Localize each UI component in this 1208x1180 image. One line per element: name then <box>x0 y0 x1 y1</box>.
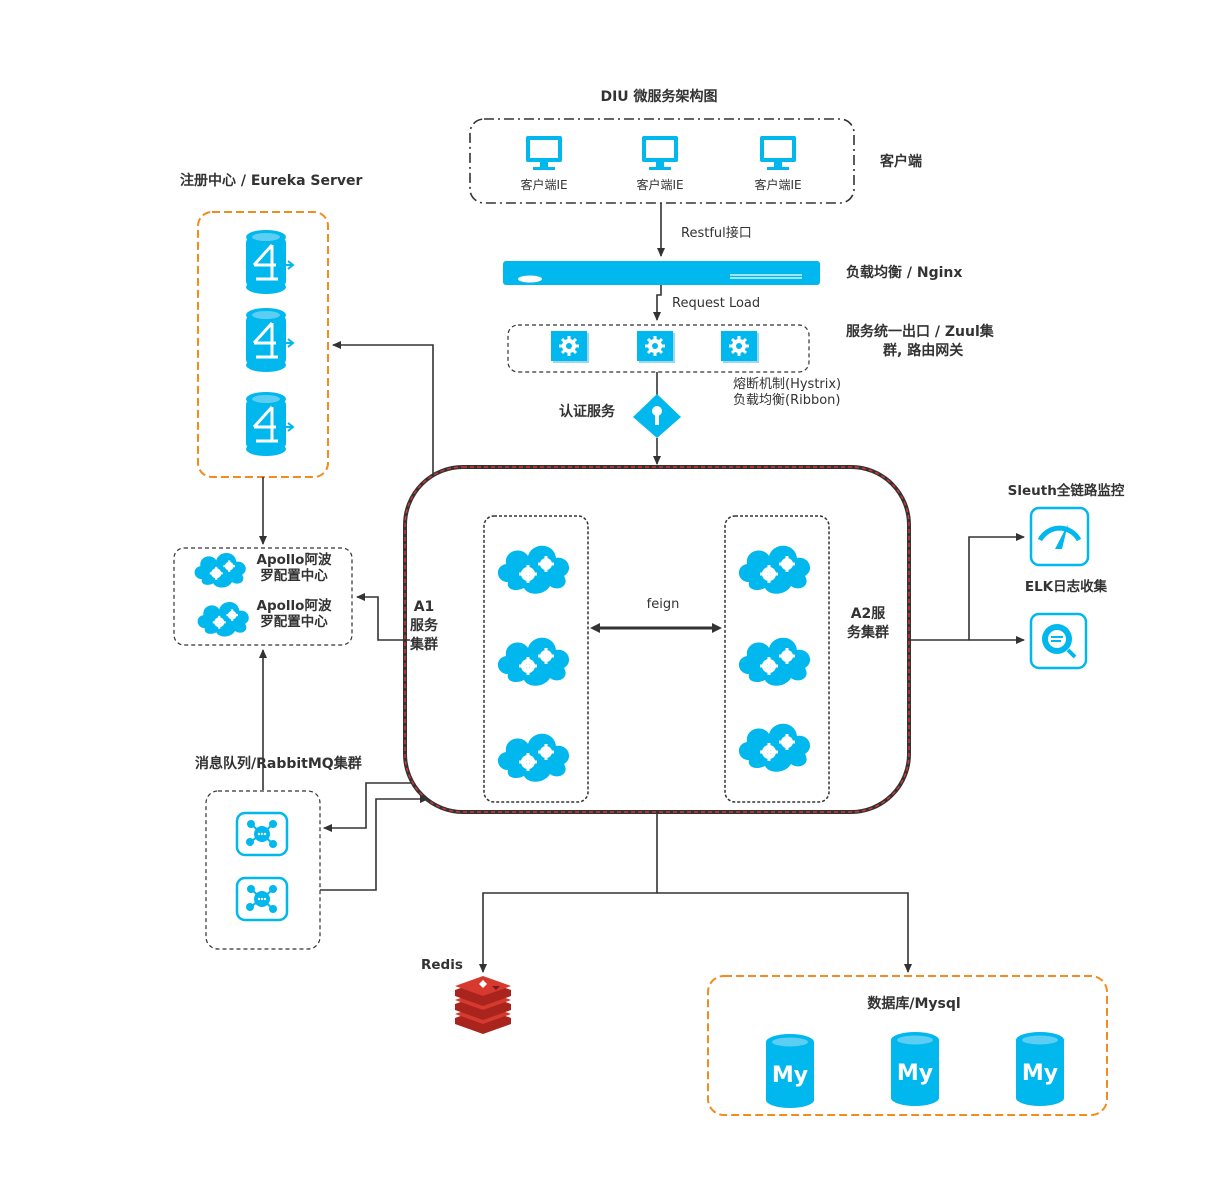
connector-cluster-mysql <box>657 892 912 973</box>
connector-cluster-apollo <box>356 593 410 641</box>
a2-service-icon[interactable] <box>737 544 812 596</box>
monitor-icon <box>526 136 562 170</box>
a1-label-line3: 集群 <box>409 636 438 653</box>
auth-node[interactable] <box>633 394 681 438</box>
mysql-group: 数据库/Mysql My My My <box>707 975 1108 1116</box>
mq-label: 消息队列/RabbitMQ集群 <box>195 755 362 772</box>
eureka-label: 注册中心 / Eureka Server <box>180 172 363 189</box>
request-load-label: Request Load <box>672 296 760 311</box>
eureka-server-icon[interactable] <box>244 390 295 458</box>
eureka-server-icon[interactable] <box>244 306 295 374</box>
a2-service-icon[interactable] <box>737 636 812 688</box>
a2-service-icon[interactable] <box>737 722 812 774</box>
apollo-1-line2: 罗配置中心 <box>260 567 328 584</box>
eureka-group <box>197 211 329 478</box>
a2-label-line1: A2服 <box>851 606 887 622</box>
gear-icon <box>549 329 591 365</box>
restful-label: Restful接口 <box>681 225 752 241</box>
sleuth-node[interactable] <box>1029 506 1090 567</box>
client-item-3[interactable]: 客户端IE <box>754 136 802 192</box>
feign-label: feign <box>647 597 680 612</box>
mq-group <box>205 790 321 950</box>
cloud-gear-icon <box>193 551 247 589</box>
client-item-2-label: 客户端IE <box>636 177 683 192</box>
a1-service-icon[interactable] <box>496 544 571 596</box>
mysql-db-2[interactable]: My <box>891 1032 939 1106</box>
connector-cluster-sleuth <box>909 533 1025 641</box>
a1-service-icon[interactable] <box>496 732 571 784</box>
a1-cluster <box>483 515 589 803</box>
sleuth-label: Sleuth全链路监控 <box>1008 482 1125 499</box>
connector-cluster-eureka <box>332 341 434 476</box>
monitor-icon <box>642 136 678 170</box>
zuul-label-line1: 服务统一出口 / Zuul集 <box>846 323 995 340</box>
auth-label: 认证服务 <box>559 403 616 420</box>
rabbitmq-icon[interactable] <box>235 811 289 857</box>
nginx-label: 负载均衡 / Nginx <box>846 264 962 281</box>
a1-service-icon[interactable] <box>496 636 571 688</box>
connector-nginx-zuul <box>653 285 662 321</box>
connector-cluster-redis <box>479 812 658 973</box>
client-item-1[interactable]: 客户端IE <box>520 136 568 192</box>
apollo-group: Apollo阿波 罗配置中心 Apollo阿波 罗配置中心 <box>173 547 353 646</box>
diagram-title: DIU 微服务架构图 <box>600 88 717 105</box>
cloud-gear-icon <box>196 600 250 638</box>
mysql-db-1-text: My <box>772 1063 808 1088</box>
client-item-1-label: 客户端IE <box>520 177 567 192</box>
client-item-2[interactable]: 客户端IE <box>636 136 684 192</box>
a1-label-line2: 服务 <box>410 617 439 634</box>
eureka-server-icon[interactable] <box>244 228 295 296</box>
elk-node[interactable] <box>1029 612 1088 670</box>
monitor-icon <box>760 136 796 170</box>
zuul-note-line1: 熔断机制(Hystrix) <box>733 377 841 392</box>
apollo-2-line2: 罗配置中心 <box>260 613 328 630</box>
client-item-3-label: 客户端IE <box>754 177 801 192</box>
elk-label: ELK日志收集 <box>1025 578 1108 595</box>
zuul-group <box>507 324 810 373</box>
redis-label: Redis <box>421 957 463 973</box>
apollo-1-line1: Apollo阿波 <box>257 551 332 568</box>
mysql-db-2-text: My <box>897 1061 933 1086</box>
mysql-db-3-text: My <box>1022 1061 1058 1086</box>
gauge-icon <box>1055 524 1068 549</box>
client-group: 客户端IE 客户端IE 客户端IE 客户端 <box>469 118 922 204</box>
client-label: 客户端 <box>879 153 922 170</box>
rabbitmq-icon[interactable] <box>235 876 289 922</box>
service-cluster: A1 服务 集群 feign A2服 务集群 <box>403 465 911 814</box>
connector-cluster-mq <box>323 782 412 832</box>
mysql-db-1[interactable]: My <box>766 1034 814 1108</box>
redis-node[interactable] <box>455 976 511 1034</box>
a2-cluster <box>724 515 830 803</box>
connector-mq-cluster <box>320 795 429 891</box>
mysql-db-3[interactable]: My <box>1016 1032 1064 1106</box>
a1-label-line1: A1 <box>414 599 435 615</box>
gear-icon <box>719 329 761 365</box>
nginx-node[interactable] <box>503 261 820 285</box>
gear-icon <box>635 329 677 365</box>
apollo-2-line1: Apollo阿波 <box>257 597 332 614</box>
zuul-note-line2: 负载均衡(Ribbon) <box>733 393 841 408</box>
zuul-label-line2: 群, 路由网关 <box>882 342 963 359</box>
mysql-label: 数据库/Mysql <box>867 995 960 1012</box>
a2-label-line2: 务集群 <box>847 624 889 641</box>
